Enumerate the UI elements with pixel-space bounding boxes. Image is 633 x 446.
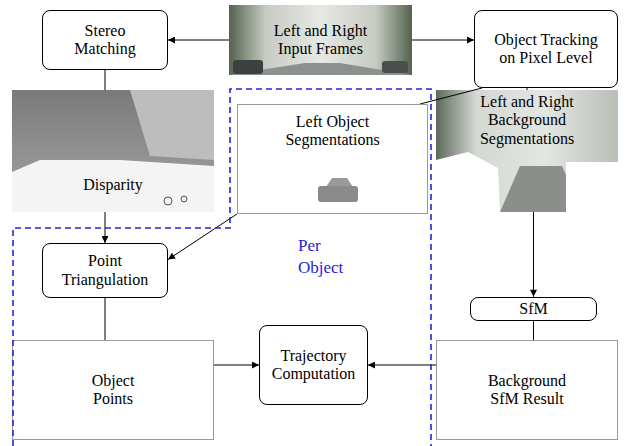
connector: [214, 365, 259, 366]
box-label: Left Object Segmentations: [278, 113, 388, 150]
result-box: Object Points: [12, 340, 214, 440]
per-object-region: Left Object SegmentationsPoint Triangula…: [12, 88, 432, 446]
result-box: Background SfM Result: [436, 340, 618, 440]
connector: [533, 321, 534, 340]
disparity-region: [12, 160, 214, 212]
box-label: Left and Right Background Segmentations: [471, 93, 583, 148]
car: [382, 61, 408, 73]
connector: [533, 212, 534, 297]
connector: [168, 214, 237, 260]
disparity-panel: Disparity: [12, 90, 214, 212]
disparity-map: [12, 90, 214, 212]
input-frames-panel: Left and Right Input Frames: [229, 5, 412, 75]
connector: [168, 40, 229, 41]
car-mask: [326, 178, 353, 187]
street-photo: [229, 5, 412, 75]
mask-region: [566, 162, 618, 212]
process-box: SfM: [470, 297, 597, 321]
photo-background: [229, 5, 412, 75]
segmentation-box: Left Object Segmentations: [237, 104, 428, 214]
box-label: Point Triangulation: [58, 252, 153, 289]
box-label: Stereo Matching: [65, 22, 145, 59]
dashed-outline: [13, 89, 431, 446]
box-label: Disparity: [83, 176, 143, 194]
connector: [105, 298, 106, 340]
process-box: Point Triangulation: [42, 243, 168, 298]
connector: [105, 70, 106, 90]
process-box: Stereo Matching: [42, 10, 168, 70]
box-label: Trajectory Computation: [268, 347, 359, 384]
background-panel: Left and Right Background Segmentations: [436, 90, 618, 212]
disparity-region: [130, 90, 214, 160]
connector: [527, 88, 528, 90]
process-box: Object Tracking on Pixel Level: [474, 10, 618, 88]
box-label: Left and Right Input Frames: [258, 22, 383, 59]
process-box: Trajectory Computation: [259, 325, 368, 405]
disparity-blob: [164, 197, 172, 205]
disparity-blob: [181, 196, 187, 202]
connector: [368, 365, 436, 366]
background-photo: [436, 90, 618, 212]
mask-region: [436, 152, 500, 212]
box-label: SfM: [519, 300, 547, 318]
car-mask: [318, 186, 358, 202]
box-label: Object Points: [83, 372, 143, 409]
region-label: Per Object: [298, 235, 358, 279]
box-label: Object Tracking on Pixel Level: [494, 31, 598, 68]
connector: [412, 40, 474, 41]
disparity-background: [12, 90, 214, 212]
box-label: Background SfM Result: [482, 372, 572, 409]
photo-background: [436, 90, 618, 212]
object-mask-image: [318, 178, 358, 202]
connector: [420, 88, 482, 104]
car: [233, 60, 263, 74]
